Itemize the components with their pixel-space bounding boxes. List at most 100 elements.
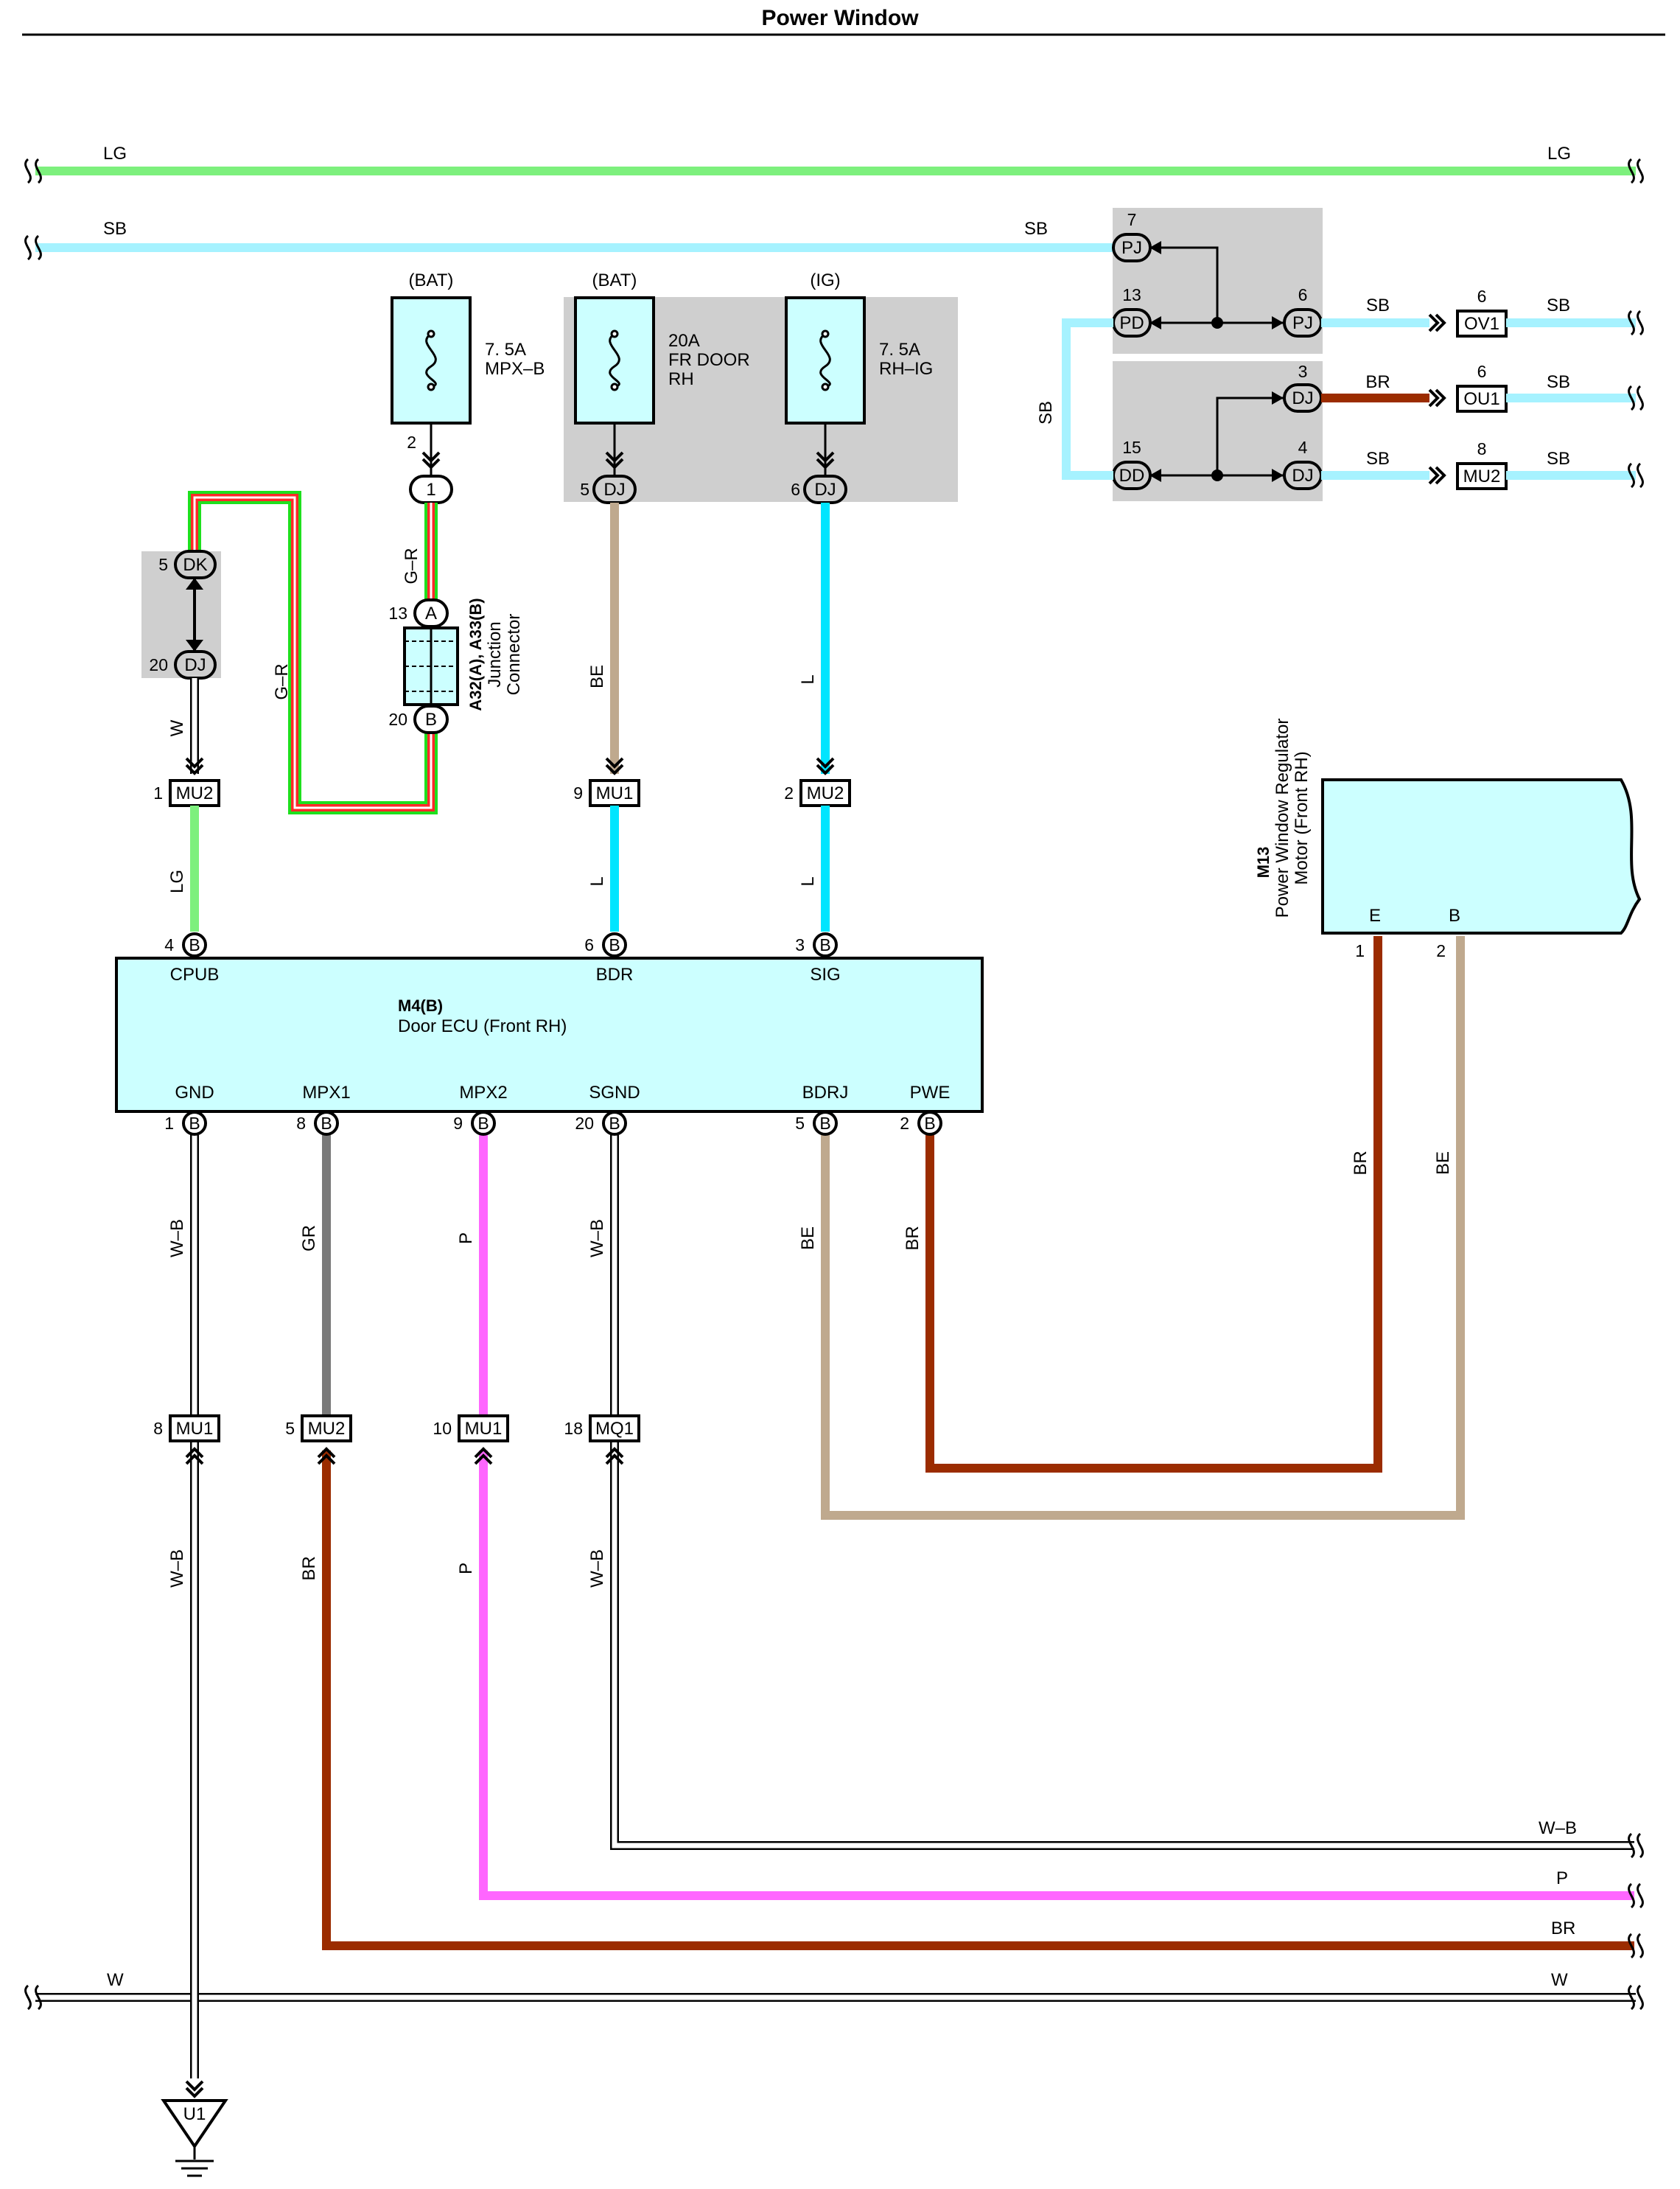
svg-text:MU1: MU1	[596, 783, 634, 803]
svg-text:PJ: PJ	[1292, 313, 1313, 333]
svg-text:MU2: MU2	[1463, 467, 1501, 486]
svg-text:B: B	[321, 1114, 332, 1133]
power-window-motor-m13: E B 1 2 M13 Power Window Regulator Motor…	[1254, 719, 1642, 960]
svg-text:2: 2	[407, 433, 416, 452]
wb-wire-sgnd	[610, 1135, 1634, 1850]
pj-connector-top	[1112, 233, 1152, 262]
svg-text:B: B	[189, 1114, 200, 1133]
junction-connector-a32-a33: A 13 B 20 A32(A), A33(B) Junction Connec…	[388, 598, 524, 734]
fuse-fr-door-rh: (BAT) 20A FR DOOR RH 5 DJ	[574, 270, 750, 504]
svg-text:OU1: OU1	[1463, 389, 1499, 409]
svg-text:DD: DD	[1119, 466, 1145, 486]
svg-text:9: 9	[573, 783, 583, 803]
svg-text:8: 8	[296, 1114, 306, 1133]
svg-text:SB: SB	[1036, 401, 1056, 425]
svg-text:(BAT): (BAT)	[592, 270, 637, 290]
svg-text:GND: GND	[175, 1083, 214, 1103]
lg-bus-label-left: LG	[103, 144, 127, 164]
svg-text:(BAT): (BAT)	[409, 270, 454, 290]
svg-text:L: L	[798, 674, 818, 684]
svg-text:P: P	[456, 1232, 476, 1244]
svg-text:MU2: MU2	[807, 783, 844, 803]
svg-text:3: 3	[1298, 362, 1308, 381]
g-r-wire	[188, 491, 438, 814]
door-ecu-m4: M4(B) Door ECU (Front RH) B 4 CPUB B 6 B…	[115, 932, 984, 1113]
svg-text:B: B	[189, 935, 200, 954]
svg-text:W–B: W–B	[167, 1549, 187, 1588]
svg-text:PWE: PWE	[910, 1083, 951, 1103]
svg-text:6: 6	[584, 935, 594, 954]
ground-u1: U1	[161, 2099, 228, 2177]
svg-text:B: B	[477, 1114, 489, 1133]
br-wire-pwe	[925, 936, 1382, 1473]
svg-text:1: 1	[153, 783, 163, 803]
svg-text:4: 4	[1298, 438, 1308, 457]
svg-text:5: 5	[580, 480, 589, 499]
svg-text:RH–IG: RH–IG	[879, 359, 933, 379]
svg-text:7. 5A: 7. 5A	[879, 340, 920, 360]
conn-mq1-sgnd: MQ1 18	[564, 1414, 640, 1442]
svg-text:BE: BE	[1433, 1151, 1453, 1175]
svg-text:Junction: Junction	[485, 621, 505, 687]
svg-text:BE: BE	[587, 665, 607, 688]
fuse-mpx-b: (BAT) 7. 5A MPX–B 2 1	[391, 270, 545, 504]
svg-text:SB: SB	[1547, 296, 1570, 315]
svg-text:B: B	[609, 935, 620, 954]
svg-text:OV1: OV1	[1464, 314, 1499, 334]
svg-text:W–B: W–B	[587, 1549, 607, 1588]
svg-text:(IG): (IG)	[810, 270, 840, 290]
conn-mu2-mpx1: MU2 5	[285, 1414, 352, 1442]
svg-text:8: 8	[153, 1419, 163, 1438]
svg-text:BR: BR	[299, 1556, 319, 1580]
svg-text:L: L	[587, 876, 607, 886]
svg-text:MQ1: MQ1	[595, 1419, 634, 1439]
svg-text:MPX–B: MPX–B	[485, 359, 545, 379]
be-wire-bdrj	[821, 936, 1465, 1520]
dk-dj-block: DK 5 DJ 20	[149, 550, 217, 680]
svg-text:15: 15	[1122, 438, 1141, 457]
svg-text:SB: SB	[1366, 449, 1390, 469]
svg-text:A32(A), A33(B): A32(A), A33(B)	[466, 598, 485, 711]
svg-text:BR: BR	[1351, 1151, 1371, 1175]
top-right-junctions: PJ 7 PD 13 PJ 6 DJ 3 DD 15 DJ 4	[1112, 210, 1323, 490]
svg-text:SB: SB	[1366, 296, 1390, 315]
svg-text:P: P	[456, 1563, 476, 1574]
p-wire-mpx2-lower	[479, 1450, 1634, 1900]
ou1-connector: OU1 6	[1456, 362, 1508, 413]
svg-text:1: 1	[1355, 941, 1365, 960]
svg-text:DJ: DJ	[1292, 466, 1313, 486]
svg-text:BDR: BDR	[596, 965, 634, 985]
svg-text:3: 3	[795, 935, 805, 954]
svg-text:20: 20	[149, 655, 168, 674]
svg-text:MU1: MU1	[465, 1419, 503, 1439]
svg-text:B: B	[819, 1114, 830, 1133]
svg-text:BE: BE	[798, 1226, 818, 1250]
svg-text:MPX2: MPX2	[459, 1083, 507, 1103]
svg-text:W–B: W–B	[167, 1219, 187, 1257]
svg-text:B: B	[425, 710, 437, 730]
svg-text:7: 7	[1127, 210, 1137, 229]
svg-text:PJ: PJ	[1121, 238, 1142, 258]
svg-text:1: 1	[426, 480, 435, 500]
svg-text:MU2: MU2	[176, 783, 214, 803]
svg-text:6: 6	[1298, 285, 1308, 304]
svg-text:M4(B): M4(B)	[398, 996, 443, 1015]
conn-mu2-cpub: MU2 1	[153, 779, 220, 807]
fuse-rh-ig: (IG) 7. 5A RH–IG 6 DJ	[785, 270, 933, 504]
sb-bus-label-right: SB	[1024, 219, 1048, 239]
svg-text:9: 9	[453, 1114, 463, 1133]
svg-text:4: 4	[164, 935, 174, 954]
svg-text:6: 6	[1477, 362, 1487, 381]
svg-text:SB: SB	[1547, 372, 1570, 392]
svg-text:SIG: SIG	[810, 965, 840, 985]
svg-text:LG: LG	[167, 870, 187, 893]
svg-text:U1: U1	[183, 2104, 206, 2124]
svg-text:MPX1: MPX1	[302, 1083, 350, 1103]
svg-text:1: 1	[164, 1114, 174, 1133]
svg-text:5: 5	[285, 1419, 295, 1438]
diagram-title: Power Window	[761, 6, 919, 30]
conn-mu1-bdr: MU1 9	[573, 779, 640, 807]
svg-text:13: 13	[1122, 285, 1141, 304]
svg-text:20: 20	[388, 710, 407, 729]
ecu-bottom-pins: B 1 B 8 B 9 B 20 B 5 B 2	[164, 1111, 942, 1136]
